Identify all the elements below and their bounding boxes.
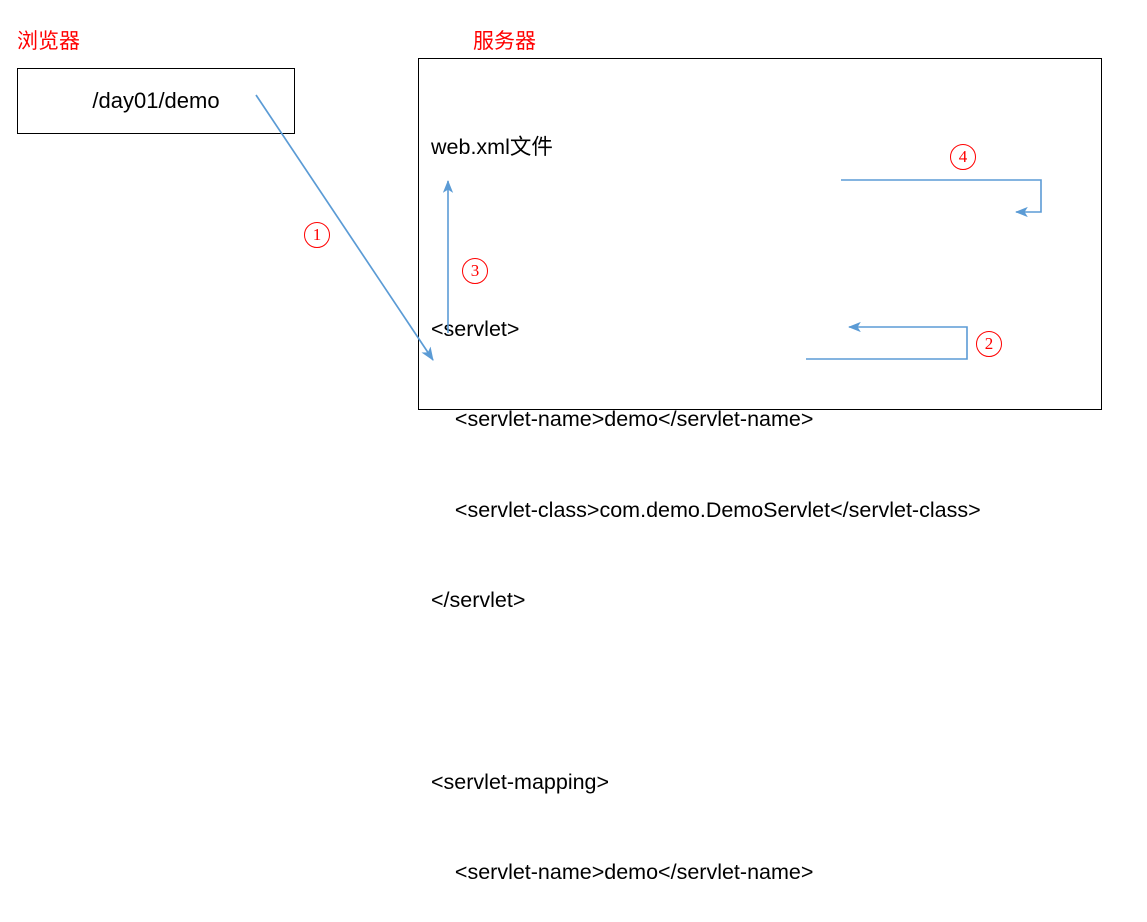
step-marker-2: 2 [976,331,1002,357]
code-line-blank-1 [431,223,981,253]
code-line-heading: web.xml文件 [431,135,553,160]
code-line-blank-2 [431,676,981,706]
code-line-servlet-close: </servlet> [431,588,526,613]
code-line-servlet-name: <servlet-name>demo</servlet-name> [431,407,814,432]
step-marker-1: 1 [304,222,330,248]
browser-section-label: 浏览器 [17,29,80,53]
step-marker-3: 3 [462,258,488,284]
web-xml-box: web.xml文件 <servlet> <servlet-name>demo</… [418,58,1102,884]
arrow-1-path [255,94,434,361]
server-section-label: 服务器 [473,29,536,53]
browser-url-text: /day01/demo [92,88,220,113]
web-xml-code-block: web.xml文件 <servlet> <servlet-name>demo</… [431,72,981,922]
code-line-servlet-class: <servlet-class>com.demo.DemoServlet</ser… [431,497,981,522]
browser-url-box: /day01/demo [17,68,295,134]
code-line-mapping-name: <servlet-name>demo</servlet-name> [431,860,814,885]
code-line-mapping-open: <servlet-mapping> [431,769,610,794]
step-marker-4: 4 [950,144,976,170]
code-line-servlet-open: <servlet> [431,316,520,341]
